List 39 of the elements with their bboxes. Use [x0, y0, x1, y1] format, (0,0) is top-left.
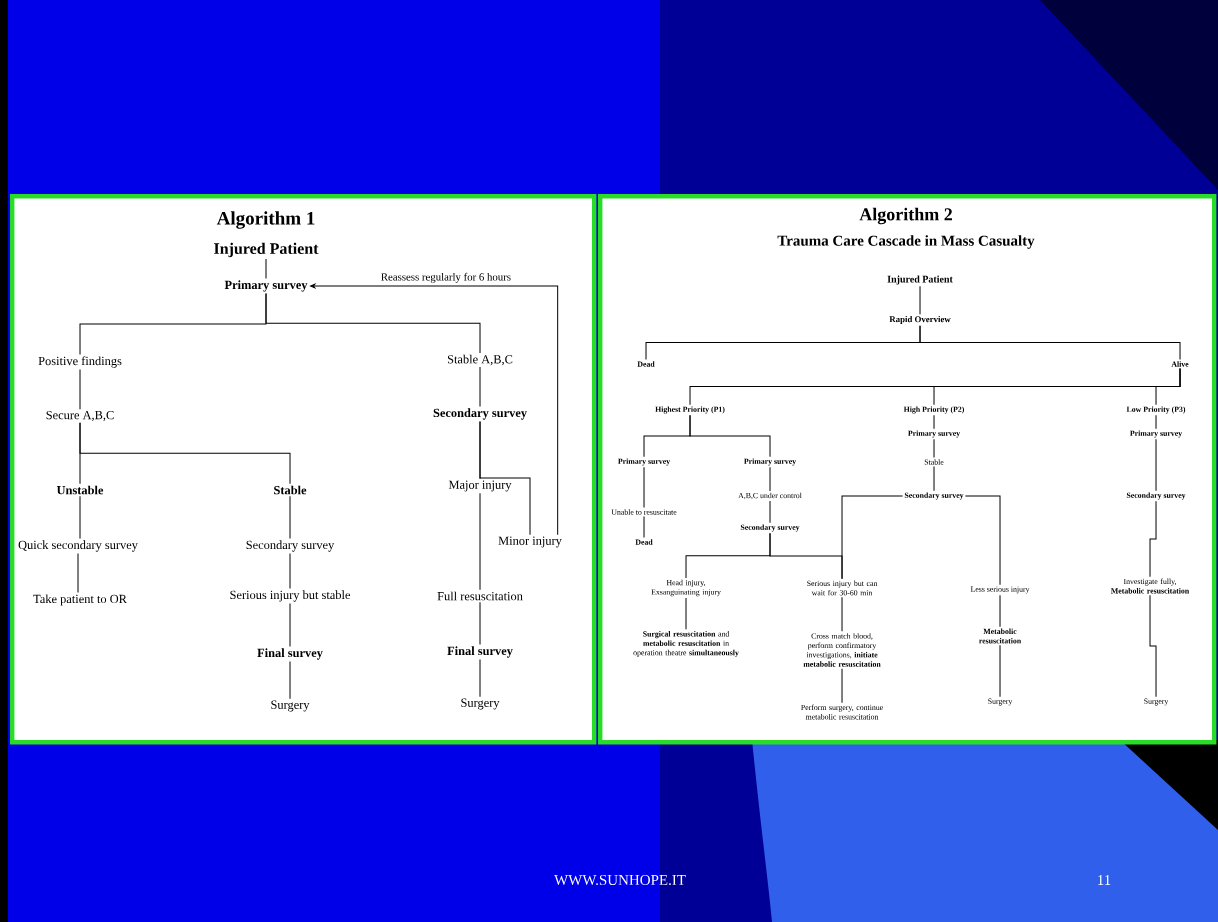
connector-line — [999, 594, 1001, 628]
connector-line — [919, 325, 1181, 360]
connector-line — [265, 292, 481, 354]
connector-line — [933, 438, 935, 458]
connector-line — [841, 495, 904, 580]
connector-line — [79, 369, 81, 410]
connector-line — [289, 660, 291, 700]
connector-line — [841, 668, 843, 704]
connector-line — [685, 597, 687, 630]
connector-line — [964, 495, 1001, 586]
connector-line — [77, 552, 79, 594]
flow-step-text: Injured Patient — [214, 242, 319, 258]
connector-line — [479, 658, 481, 698]
connector-line — [265, 258, 267, 280]
connector-line — [643, 516, 645, 538]
connector-line — [479, 420, 531, 536]
connector-line — [769, 500, 771, 524]
connector-line — [79, 495, 81, 540]
connector-line — [643, 466, 645, 508]
connector-line — [79, 422, 291, 485]
connector-line — [1155, 368, 1181, 406]
connector-line — [1155, 414, 1157, 430]
connector-line — [919, 285, 921, 315]
connector-line — [289, 495, 291, 540]
connector-line — [310, 283, 559, 536]
connector-line — [999, 644, 1001, 698]
connector-line — [1149, 594, 1157, 698]
connector-line — [933, 466, 935, 492]
connector-line — [479, 492, 481, 591]
connector-line — [479, 601, 481, 646]
connector-line — [1149, 500, 1157, 578]
connector-line — [841, 596, 843, 632]
connector-line — [933, 414, 935, 430]
connector-line — [289, 552, 291, 590]
connector-line — [479, 366, 481, 408]
connector-line — [689, 414, 771, 458]
connector-line — [769, 466, 771, 492]
connector-line — [1155, 438, 1157, 492]
connector-line — [289, 602, 291, 648]
